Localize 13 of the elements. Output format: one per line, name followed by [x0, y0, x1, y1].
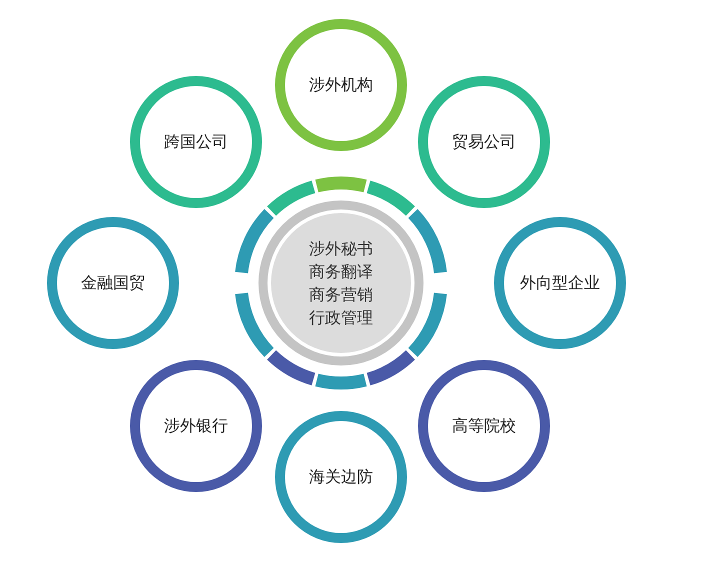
node-label: 外向型企业: [520, 272, 600, 294]
node-label: 商务翻译: [309, 261, 373, 283]
node-label: 跨国公司: [164, 132, 228, 152]
node-label: 海关边防: [309, 466, 373, 488]
node-label: 贸易公司: [452, 132, 516, 152]
node-label: 行政管理: [309, 307, 373, 329]
node-label: 涉外银行: [164, 416, 228, 436]
node-label: 高等院校: [452, 416, 516, 436]
node-label: 涉外秘书: [309, 238, 373, 260]
node-label: 商务营销: [309, 284, 373, 306]
node-label: 金融国贸: [81, 272, 145, 294]
node-label: 涉外机构: [309, 74, 373, 96]
center-disc: [271, 213, 411, 353]
